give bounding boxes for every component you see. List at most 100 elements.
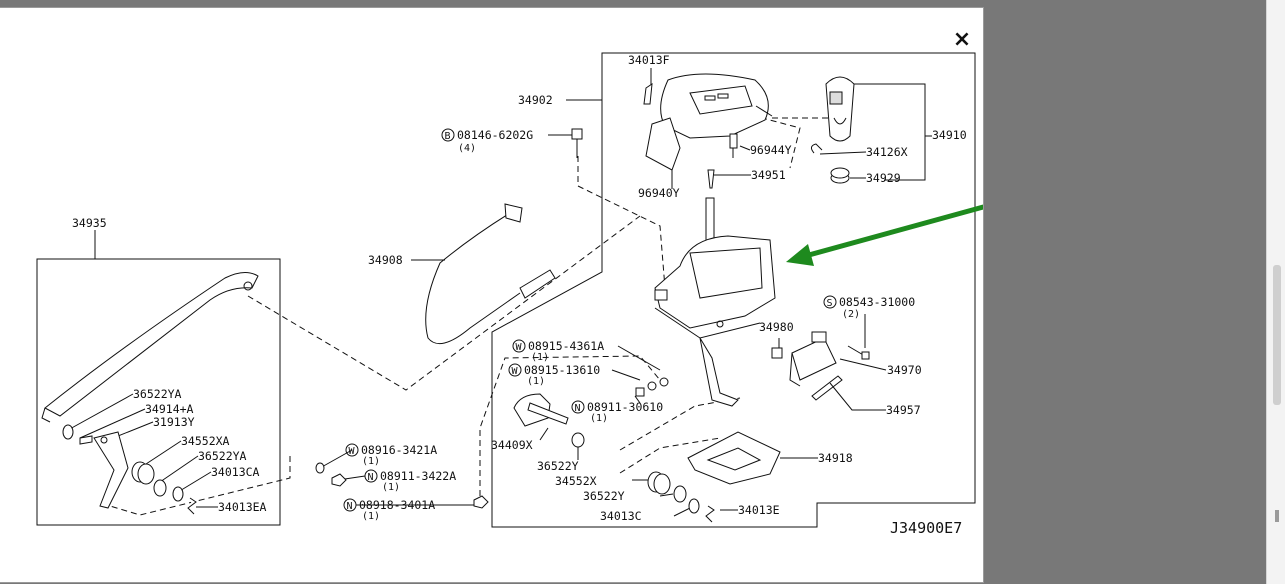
callout-34935: 34935 [72,216,107,230]
knob-34910-part [825,76,855,142]
svg-text:N: N [347,501,353,512]
callout-08918-qty: (1) [362,511,380,522]
callout-08916-qty: (1) [362,456,380,467]
symbol-s-08543: S [823,295,837,309]
nut-08911-30610-part [635,387,645,397]
callout-34013C: 34013C [600,509,642,523]
bolt-08146-part [571,128,583,158]
pin-34951-part [707,169,715,189]
callout-34013F: 34013F [628,53,670,67]
cable-34908-part [425,203,556,345]
symbol-b-08146: B [441,128,455,142]
symbol-w-08915-13610: W [508,363,522,377]
indicator-plate-part [645,73,773,171]
diagram-reference-code: J34900E7 [890,519,962,537]
callout-34910: 34910 [932,128,967,142]
bulb-96944Y-part [729,133,738,158]
bolt-08543-part [847,345,870,360]
washer-36522Y-2-part [673,485,687,503]
close-button[interactable]: × [952,27,972,52]
left-assembly-frame [36,258,281,526]
dashed-connectors [99,109,828,516]
callout-34970: 34970 [887,363,922,377]
parts-diagram: 34013F 34902 34910 08146-6202G (4) 96944… [36,52,983,537]
washer-08915-13610-part [647,381,657,391]
callout-08146-qty: (4) [458,143,476,154]
callout-34013EA: 34013EA [218,500,267,514]
callout-31913Y: 31913Y [153,415,195,429]
callout-34552X: 34552X [555,474,597,488]
switch-34970-part [789,331,837,387]
boot-34918-part [687,431,781,485]
nut-08911-3422A-part [331,473,347,487]
bushing-34552XA-part [131,461,155,485]
wire-34957-part [811,375,843,401]
block-34980-part [771,347,783,359]
leader-lines [67,68,932,517]
clip-34013CA-part [172,486,184,502]
callout-34902: 34902 [518,93,553,107]
clip-34013F-part [643,82,653,105]
clip-34013E-part [705,505,715,523]
callout-34918: 34918 [818,451,853,465]
washer-08915-4361A-part [659,377,669,387]
callout-08915-4361A: 08915-4361A [528,339,604,353]
bushing-34552X-part [647,471,671,495]
callout-34013E: 34013E [738,503,780,517]
image-modal: × 34013F 34902 34910 08146-6202G (4) 969… [0,8,983,582]
scrollbar[interactable] [1266,0,1285,584]
callout-34980: 34980 [759,320,794,334]
lever-34914-part [93,431,129,509]
main-frame [491,52,976,528]
callout-08911-3422A: 08911-3422A [380,469,456,483]
nut-08918-part [473,495,489,509]
callout-34409X: 34409X [491,438,533,452]
callout-34552XA: 34552XA [181,434,230,448]
washer-36522YA-part [62,424,74,440]
cable-34935-part [41,272,259,423]
shifter-device-part [654,197,776,407]
callout-34914+A: 34914+A [145,402,194,416]
pin-31913Y-part [79,435,93,445]
symbol-n-08911-3422A: N [364,469,378,483]
callout-96944Y: 96944Y [750,143,792,157]
callout-08915-13610-qty: (1) [527,376,545,387]
svg-text:B: B [445,131,451,142]
scrollbar-thumb[interactable] [1273,265,1281,405]
callout-34929: 34929 [866,171,901,185]
washer-36522Y-1-part [571,432,585,448]
callout-96940Y: 96940Y [638,186,680,200]
callout-08543-qty: (2) [842,309,860,320]
symbol-n-08918: N [343,498,357,512]
nut-34929-part [830,167,850,184]
washer-08916-part [315,462,325,474]
svg-text:N: N [368,472,374,483]
bracket-34409X-part [513,393,569,427]
callout-36522YA-1: 36522YA [133,387,182,401]
svg-text:W: W [516,342,523,353]
clip-34013C-part [688,498,700,514]
callout-34951: 34951 [751,168,786,182]
callout-08911-30610-qty: (1) [590,413,608,424]
clip-34013EA-part [187,497,197,515]
washer-36522YA-2-part [153,479,167,497]
highlight-arrow [786,204,983,266]
symbol-w-08915-4361A: W [512,339,526,353]
callout-08911-30610: 08911-30610 [587,400,663,414]
svg-text:N: N [575,403,581,414]
callout-08543-31000: 08543-31000 [839,295,915,309]
callout-34957: 34957 [886,403,921,417]
svg-text:W: W [512,366,519,377]
callout-34013CA: 34013CA [211,465,260,479]
callout-08911-3422A-qty: (1) [382,482,400,493]
callout-08915-4361A-qty: (1) [531,352,549,363]
callout-36522Y-2: 36522Y [583,489,625,503]
callout-36522Y-1: 36522Y [537,459,579,473]
svg-text:S: S [827,298,833,309]
callout-08915-13610: 08915-13610 [524,363,600,377]
callout-34908: 34908 [368,253,403,267]
symbol-w-08916: W [345,443,359,457]
svg-text:W: W [349,446,356,457]
callout-36522YA-2: 36522YA [198,449,247,463]
callout-08916-3421A: 08916-3421A [361,443,437,457]
